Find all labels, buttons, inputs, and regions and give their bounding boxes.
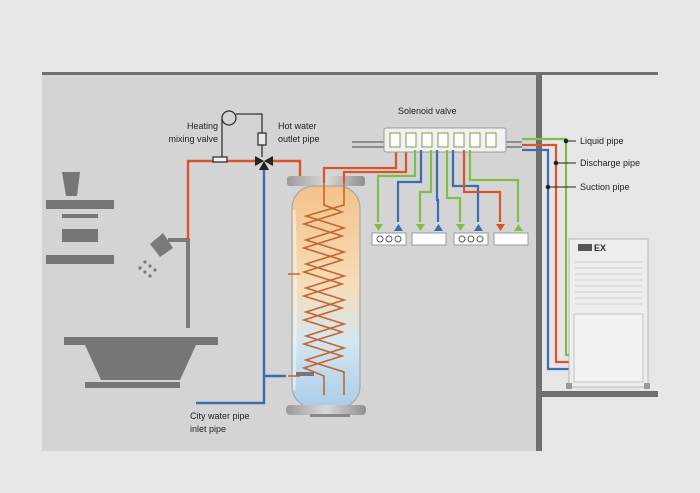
tank-refrigerant-lines bbox=[322, 150, 408, 183]
discharge-pipe-label: Discharge pipe bbox=[580, 158, 640, 168]
pipe-label-leaders bbox=[545, 138, 576, 190]
solenoid-valve-manifold bbox=[352, 127, 522, 153]
outdoor-unit-brand: EX bbox=[594, 243, 606, 253]
city-water-inlet-label-line1: City water pipe bbox=[190, 411, 250, 421]
heating-mixing-valve-label-line1: Heating bbox=[187, 121, 218, 131]
indoor-unit-icon bbox=[453, 224, 489, 246]
hot-water-pipe bbox=[186, 159, 302, 240]
hot-water-tank bbox=[286, 176, 366, 417]
city-water-inlet-label-line2: inlet pipe bbox=[190, 424, 226, 434]
indoor-unit-icon bbox=[493, 224, 529, 246]
solenoid-valve-label: Solenoid valve bbox=[398, 106, 457, 116]
indoor-unit-icon bbox=[371, 224, 407, 246]
hot-water-outlet-label-line1: Hot water bbox=[278, 121, 317, 131]
ceiling-line bbox=[42, 72, 658, 75]
heating-mixing-valve bbox=[255, 156, 273, 170]
heat-exchanger-coil bbox=[301, 183, 347, 395]
heating-mixing-valve-label-line2: mixing valve bbox=[168, 134, 218, 144]
indoor-unit-icon bbox=[411, 224, 447, 246]
indoor-unit-lines bbox=[376, 150, 520, 222]
tank-sensor-ports bbox=[288, 273, 300, 377]
outdoor-floor bbox=[542, 391, 658, 397]
hot-water-outlet-label-line2: outlet pipe bbox=[278, 134, 320, 144]
exterior-wall bbox=[536, 75, 542, 451]
brand-logo bbox=[578, 244, 592, 251]
kitchen-hood-icon bbox=[46, 172, 114, 264]
liquid-pipe-label: Liquid pipe bbox=[580, 136, 624, 146]
outdoor-unit: EX bbox=[566, 238, 650, 389]
mixing-valve-loop bbox=[212, 110, 267, 163]
city-water-pipe bbox=[196, 170, 266, 405]
suction-pipe-label: Suction pipe bbox=[580, 182, 630, 192]
bathtub-icon bbox=[64, 337, 218, 388]
